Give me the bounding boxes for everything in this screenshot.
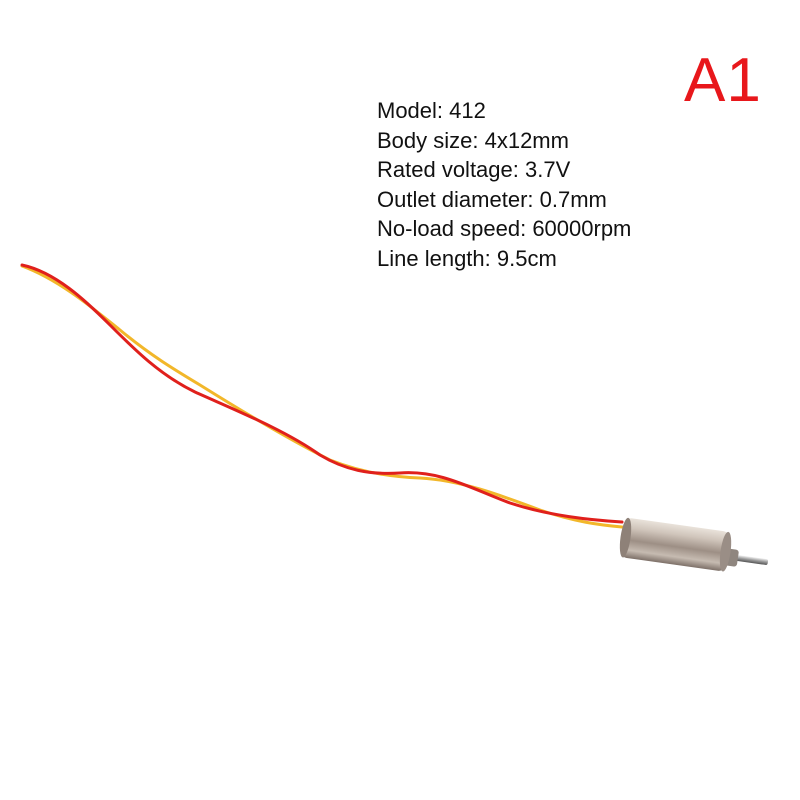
spec-line-length: Line length: 9.5cm	[377, 245, 557, 271]
spec-no-load-speed: No-load speed: 60000rpm	[377, 216, 632, 241]
red-wire	[20, 263, 624, 524]
yellow-wire	[20, 264, 624, 529]
motor-body	[620, 518, 730, 571]
spec-outlet-diameter: Outlet diameter: 0.7mm	[377, 186, 607, 212]
spec-list: Model: 412 Body size: 4x12mm Rated volta…	[377, 96, 631, 273]
variant-label: A1	[684, 46, 762, 115]
spec-rated-voltage: Rated voltage: 3.7V	[377, 157, 571, 182]
motor-shaft	[735, 554, 769, 565]
spec-model: Model: 412	[377, 98, 486, 123]
spec-body-size: Body size: 4x12mm	[377, 127, 569, 153]
